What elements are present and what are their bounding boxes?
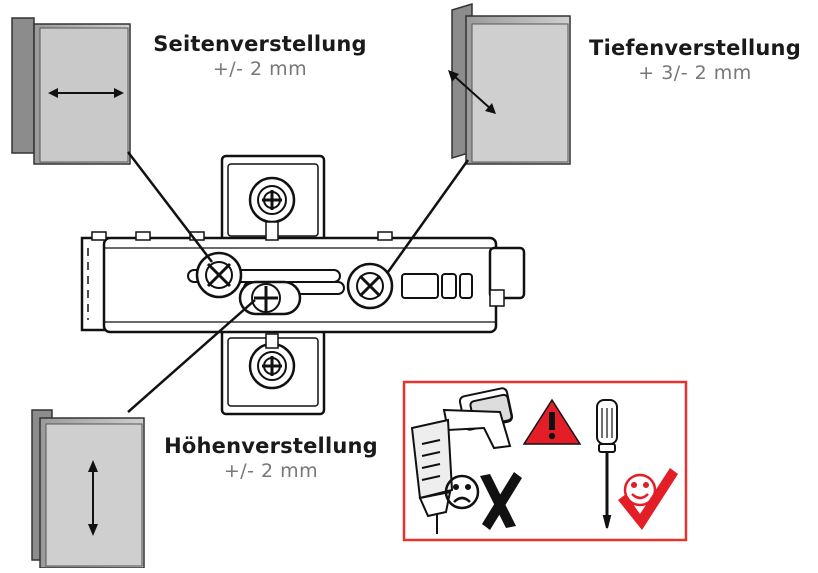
depth-adjustment-title: Tiefenverstellung [589, 36, 801, 60]
side-adjustment-door-panel [11, 17, 131, 165]
height-adjustment-label: Höhenverstellung +/- 2 mm [148, 434, 394, 482]
screwdriver-icon [596, 399, 618, 529]
check-mark-icon [618, 468, 678, 530]
depth-adjustment-screw [346, 262, 394, 310]
hinge-assembly [80, 154, 526, 416]
sad-face-icon [444, 474, 480, 510]
cross-mark-icon [480, 472, 522, 530]
depth-adjustment-door-panel [448, 2, 571, 165]
depth-adjustment-label: Tiefenverstellung + 3/- 2 mm [572, 36, 818, 84]
side-adjustment-range: +/- 2 mm [212, 58, 308, 80]
side-adjustment-screw [195, 251, 243, 299]
side-adjustment-title: Seitenverstellung [153, 32, 367, 56]
cordless-drill-icon [410, 387, 514, 534]
depth-adjustment-range: + 3/- 2 mm [638, 62, 752, 84]
tool-warning-panel [402, 380, 688, 542]
height-adjustment-door-panel [31, 409, 145, 569]
mounting-screw-top [248, 176, 296, 241]
height-adjustment-cam [238, 280, 302, 316]
warning-triangle-icon [522, 398, 582, 445]
mounting-screw-bottom [248, 333, 296, 390]
side-adjustment-label: Seitenverstellung +/- 2 mm [140, 32, 380, 80]
height-adjustment-range: +/- 2 mm [223, 460, 319, 482]
leader-lines [127, 151, 470, 413]
smiley-face-icon [623, 473, 657, 507]
height-adjustment-title: Höhenverstellung [164, 434, 378, 458]
